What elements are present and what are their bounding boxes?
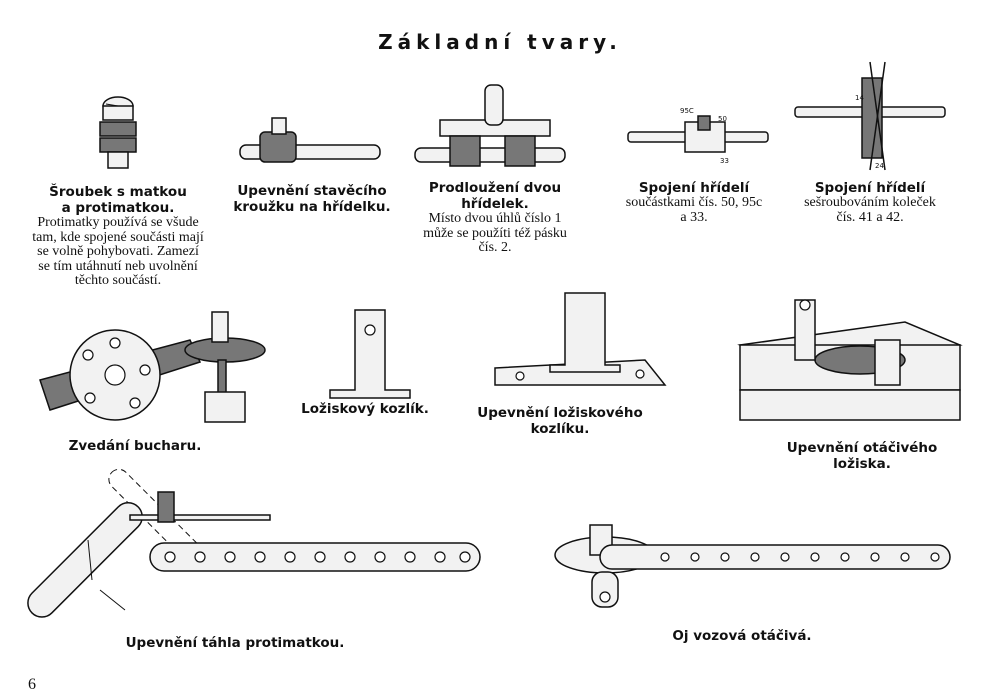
caption-swivel-drawbar: Oj vozová otáčivá. [672, 628, 812, 644]
screw-with-nuts-illustration [99, 96, 137, 169]
shaft-wheel-coupling-illustration: 14 24 [794, 61, 946, 171]
svg-text:14: 14 [855, 94, 864, 102]
swivel-drawbar-illustration [554, 524, 951, 608]
bearing-bracket-illustration [329, 309, 411, 399]
caption-bearing-bracket: Ložiskový kozlík. [301, 401, 429, 417]
svg-text:95C: 95C [680, 107, 694, 115]
page-title: Základní tvary. [378, 30, 622, 54]
mounted-bearing-bracket-illustration [494, 292, 667, 386]
caption-rotating-bearing: Upevnění otáčivého ložiska. [786, 440, 938, 472]
svg-text:33: 33 [720, 157, 729, 165]
shaft-coupling-parts-illustration: 95C 50 33 [627, 107, 769, 165]
shaft-extension-illustration [414, 84, 566, 167]
svg-text:24: 24 [875, 162, 884, 170]
rotating-bearing-illustration [737, 299, 963, 421]
caption-shaft-extension: Prodloužení dvou hřídelek. Místo dvou úh… [423, 180, 567, 255]
caption-mounted-bearing-bracket: Upevnění ložiskového kozlíku. [477, 405, 643, 437]
caption-rod-with-locknut: Upevnění táhla protimatkou. [125, 635, 345, 651]
caption-collar-on-shaft: Upevnění stavěcího kroužku na hřídelku. [233, 183, 391, 215]
rod-with-locknut-illustration [27, 468, 481, 618]
hammer-lift-illustration [39, 311, 266, 423]
page-number: 6 [28, 676, 36, 693]
caption-shaft-wheel-coupling: Spojení hřídelí sešroubováním koleček čí… [804, 180, 936, 225]
caption-screw-with-nuts: Šroubek s matkou a protimatkou. Protimat… [32, 184, 204, 288]
caption-shaft-coupling-parts: Spojení hřídelí součástkami čís. 50, 95c… [625, 180, 763, 225]
svg-text:50: 50 [718, 115, 727, 123]
collar-on-shaft-illustration [239, 117, 381, 163]
caption-hammer-lift: Zvedání bucharu. [68, 438, 202, 454]
